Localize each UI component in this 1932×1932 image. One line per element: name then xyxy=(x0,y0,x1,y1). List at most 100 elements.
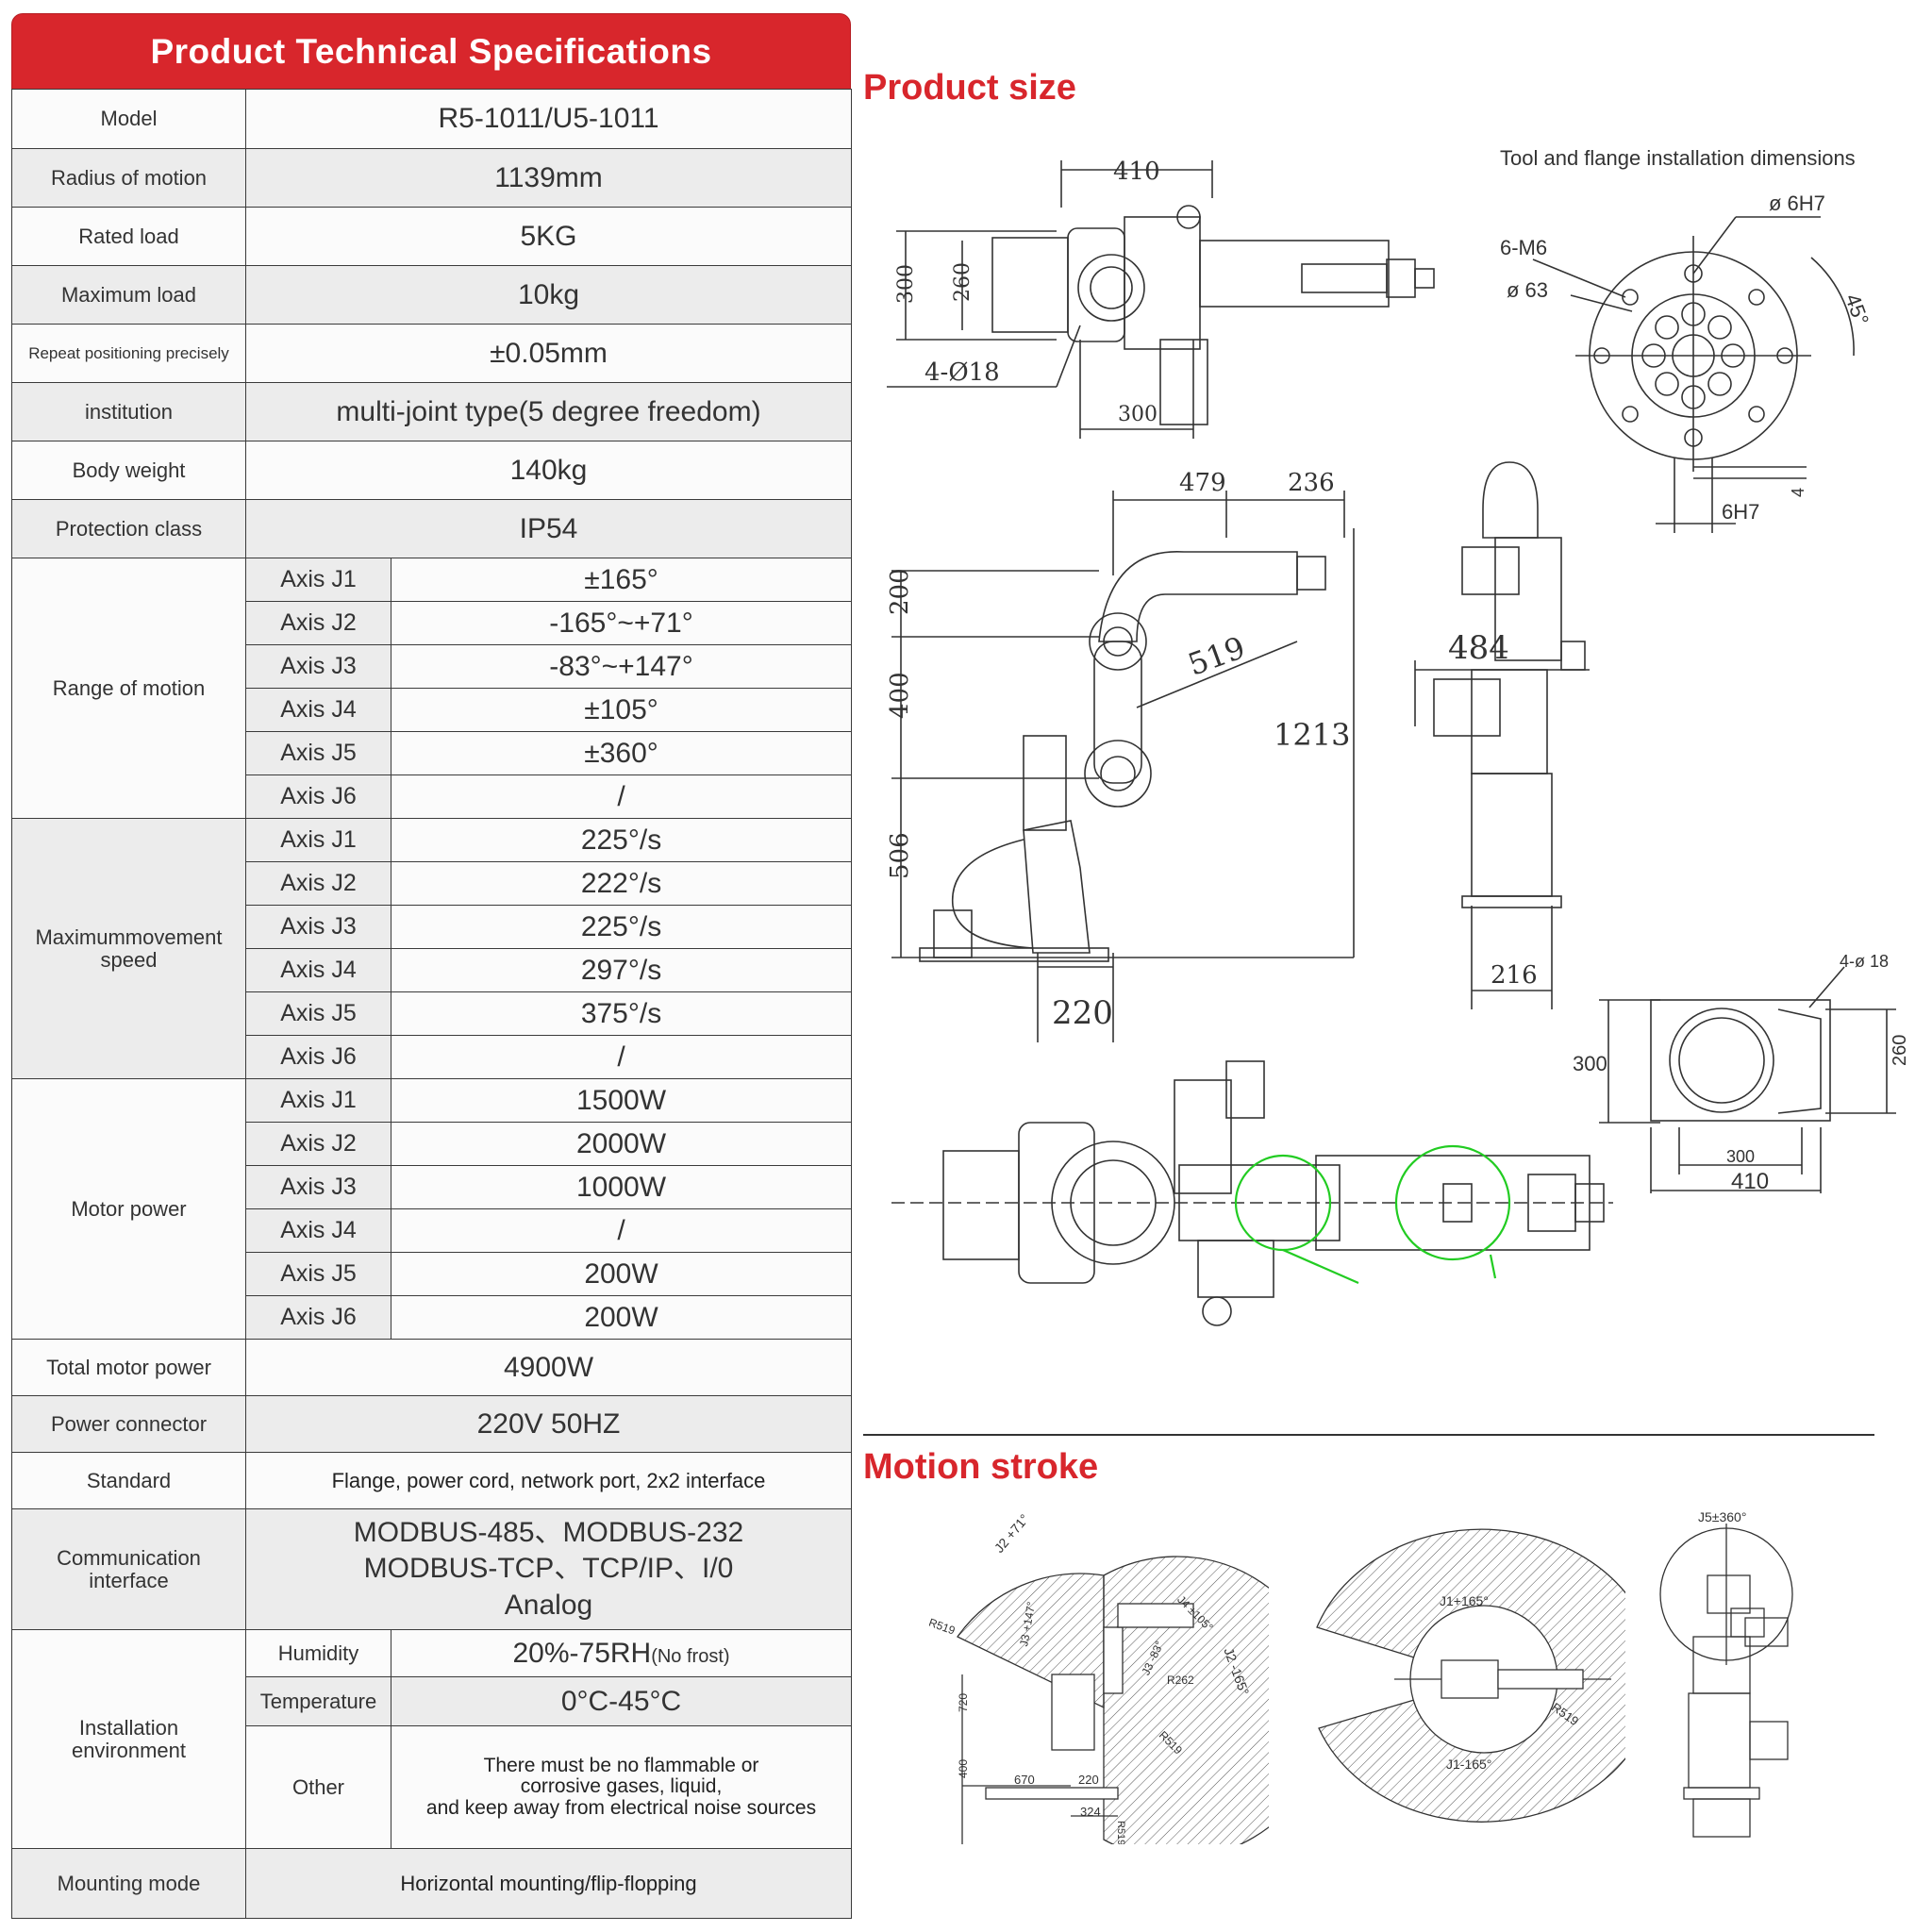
stroke-r262: R262 xyxy=(1167,1674,1194,1687)
label-max-speed: Maximummovement speed xyxy=(11,818,246,1079)
power-axis: Axis J5 xyxy=(245,1252,391,1296)
value-institution: multi-joint type(5 degree freedom) xyxy=(244,382,853,441)
other-line2: corrosive gases, liquid, xyxy=(520,1775,723,1798)
side-view-drawing: 479 236 200 400 506 1213 519 220 xyxy=(882,462,1373,1047)
stroke-324: 324 xyxy=(1080,1805,1101,1819)
speed-value: 225°/s xyxy=(390,905,853,949)
range-axis: Axis J5 xyxy=(245,731,391,775)
label-max-speed-line2: speed xyxy=(100,947,158,972)
humidity-note: (No frost) xyxy=(651,1645,730,1667)
power-row: Axis J4 / xyxy=(12,1208,853,1253)
section-divider xyxy=(863,1434,1874,1436)
flange-drawing: Tool and flange installation dimensions … xyxy=(1495,146,1901,542)
dim-236: 236 xyxy=(1288,469,1335,497)
label-mounting: Mounting mode xyxy=(11,1848,246,1919)
dim-300-h: 300 xyxy=(1118,403,1158,426)
row-mounting: Mounting mode Horizontal mounting/flip-f… xyxy=(11,1848,853,1919)
value-rated-load: 5KG xyxy=(244,207,853,266)
row-power-connector: Power connector 220V 50HZ xyxy=(11,1395,853,1453)
speed-axis: Axis J2 xyxy=(245,861,391,906)
stroke-400: 400 xyxy=(957,1759,970,1778)
range-value: -165°~+71° xyxy=(390,601,853,645)
stroke-670: 670 xyxy=(1014,1773,1035,1787)
flange-phi6h7: ø 6H7 xyxy=(1769,192,1825,215)
range-row: Axis J6 / xyxy=(12,774,853,819)
label-rated-load: Rated load xyxy=(11,207,246,266)
base-410: 410 xyxy=(1731,1169,1769,1194)
label-communication-line2: interface xyxy=(89,1568,169,1592)
range-row: Range of motion Axis J1 ±165° xyxy=(11,558,853,819)
env-row-humidity: Installation environment Humidity 20%-75… xyxy=(11,1629,853,1849)
other-line1: There must be no flammable or xyxy=(483,1755,759,1777)
communication-line2: MODBUS-TCP、TCP/IP、I/0 xyxy=(363,1553,734,1585)
row-model: Model R5-1011/U5-1011 xyxy=(11,89,853,149)
row-rated-load: Rated load 5KG xyxy=(11,207,853,266)
dim-200: 200 xyxy=(886,568,914,615)
label-protection: Protection class xyxy=(11,499,246,558)
value-mounting: Horizontal mounting/flip-flopping xyxy=(244,1848,853,1919)
speed-value: 225°/s xyxy=(390,818,853,862)
label-installation: Installation environment xyxy=(11,1629,246,1849)
value-repeat: ±0.05mm xyxy=(244,324,853,383)
speed-value: / xyxy=(390,1035,853,1079)
value-communication: MODBUS-485、MODBUS-232 MODBUS-TCP、TCP/IP、… xyxy=(244,1508,853,1630)
stroke-720: 720 xyxy=(957,1693,970,1712)
power-row: Axis J5 200W xyxy=(12,1252,853,1296)
dim-300-v: 300 xyxy=(894,264,918,304)
dim-1213: 1213 xyxy=(1274,717,1350,753)
dim-519: 519 xyxy=(1183,629,1249,683)
speed-value: 222°/s xyxy=(390,861,853,906)
spec-header: Product Technical Specifications xyxy=(11,13,851,91)
stroke-side-drawing: J2 +71° J2 -165° J3 +147° J3 -83° J4 ±10… xyxy=(929,1505,1269,1844)
flange-m6: 6-M6 xyxy=(1500,236,1547,259)
stroke-top-drawing: J1+165° J1-165° R519 xyxy=(1300,1528,1625,1830)
base-holes: 4-ø 18 xyxy=(1840,952,1889,971)
speed-axis: Axis J4 xyxy=(245,948,391,992)
speed-row: Axis J5 375°/s xyxy=(12,991,853,1036)
row-repeat: Repeat positioning precisely ±0.05mm xyxy=(11,324,853,383)
range-row: Axis J3 -83°~+147° xyxy=(12,644,853,689)
label-power-connector: Power connector xyxy=(11,1395,246,1453)
stroke-j5: J5±360° xyxy=(1698,1509,1746,1524)
spec-table: Model R5-1011/U5-1011 Radius of motion 1… xyxy=(11,89,853,1919)
dim-220: 220 xyxy=(1052,994,1113,1032)
range-row: Axis J4 ±105° xyxy=(12,688,853,732)
value-other: There must be no flammable or corrosive … xyxy=(390,1725,853,1849)
range-value: ±360° xyxy=(390,731,853,775)
value-protection: IP54 xyxy=(244,499,853,558)
power-value: 200W xyxy=(390,1295,853,1340)
lying-view-drawing xyxy=(887,1052,1623,1335)
speed-row: Axis J4 297°/s xyxy=(12,948,853,992)
power-row: Axis J3 1000W xyxy=(12,1165,853,1209)
humidity-value: 20%-75RH xyxy=(512,1637,652,1669)
range-value: ±165° xyxy=(390,558,853,602)
value-radius: 1139mm xyxy=(244,148,853,208)
flange-caption: Tool and flange installation dimensions xyxy=(1500,146,1856,170)
flange-phi63: ø 63 xyxy=(1507,278,1548,302)
value-body-weight: 140kg xyxy=(244,441,853,500)
label-installation-line2: environment xyxy=(71,1738,187,1762)
label-other: Other xyxy=(245,1725,391,1849)
power-value: / xyxy=(390,1208,853,1253)
flange-h7: 6H7 xyxy=(1722,500,1759,524)
label-repeat: Repeat positioning precisely xyxy=(11,324,246,383)
range-value: / xyxy=(390,774,853,819)
label-installation-line1: Installation xyxy=(78,1716,179,1740)
value-max-load: 10kg xyxy=(244,265,853,325)
other-line3: and keep away from electrical noise sour… xyxy=(425,1796,817,1819)
row-communication: Communication interface MODBUS-485、MODBU… xyxy=(11,1508,853,1630)
range-value: -83°~+147° xyxy=(390,644,853,689)
row-total-power: Total motor power 4900W xyxy=(11,1339,853,1396)
value-total-power: 4900W xyxy=(244,1339,853,1396)
value-humidity: 20%-75RH(No frost) xyxy=(390,1629,853,1677)
dim-260: 260 xyxy=(951,262,974,302)
dim-holes: 4-Ø18 xyxy=(924,358,1000,387)
speed-axis: Axis J5 xyxy=(245,991,391,1036)
value-model: R5-1011/U5-1011 xyxy=(244,89,853,149)
label-max-load: Maximum load xyxy=(11,265,246,325)
value-temperature: 0°C-45°C xyxy=(390,1676,853,1726)
stroke-j2p: J2 +71° xyxy=(991,1511,1032,1556)
row-institution: institution multi-joint type(5 degree fr… xyxy=(11,382,853,441)
spec-title: Product Technical Specifications xyxy=(150,32,712,71)
label-radius: Radius of motion xyxy=(11,148,246,208)
